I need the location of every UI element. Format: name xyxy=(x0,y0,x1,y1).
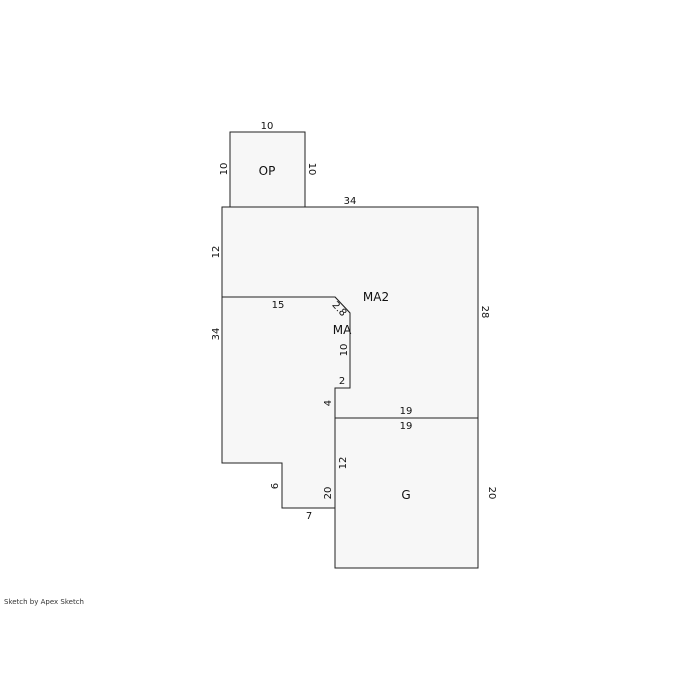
g-area xyxy=(334,417,479,569)
dim-ma2-right: 28 xyxy=(479,306,490,319)
dim-op-right: 10 xyxy=(306,163,317,176)
dim-notch-bottom: 7 xyxy=(306,511,312,522)
dim-ma-step: 2 xyxy=(339,376,345,387)
dim-notch-vertical: 6 xyxy=(270,483,281,489)
dim-ma-lower-vertical: 4 xyxy=(323,400,334,406)
dim-ma-divider: 15 xyxy=(272,300,285,311)
dim-op-top: 10 xyxy=(261,121,274,132)
dim-ma2-left: 12 xyxy=(211,246,222,259)
dim-g-right: 20 xyxy=(486,487,497,500)
dim-g-top-inner: 19 xyxy=(400,421,413,432)
op-area xyxy=(229,131,306,208)
dim-g-top-outer: 19 xyxy=(400,406,413,417)
dim-op-left: 10 xyxy=(219,163,230,176)
g-label: G xyxy=(401,488,410,502)
sketch-credit: Sketch by Apex Sketch xyxy=(4,598,84,606)
ma-label: MA xyxy=(333,323,352,337)
dim-g-left: 20 xyxy=(323,487,334,500)
dim-g-left-upper: 12 xyxy=(338,457,349,470)
dim-ma2-top: 34 xyxy=(344,196,357,207)
ma2-label: MA2 xyxy=(363,290,389,304)
dim-ma-inner-vertical: 10 xyxy=(339,344,350,357)
dim-ma-left: 34 xyxy=(211,328,222,341)
op-label: OP xyxy=(259,164,276,178)
